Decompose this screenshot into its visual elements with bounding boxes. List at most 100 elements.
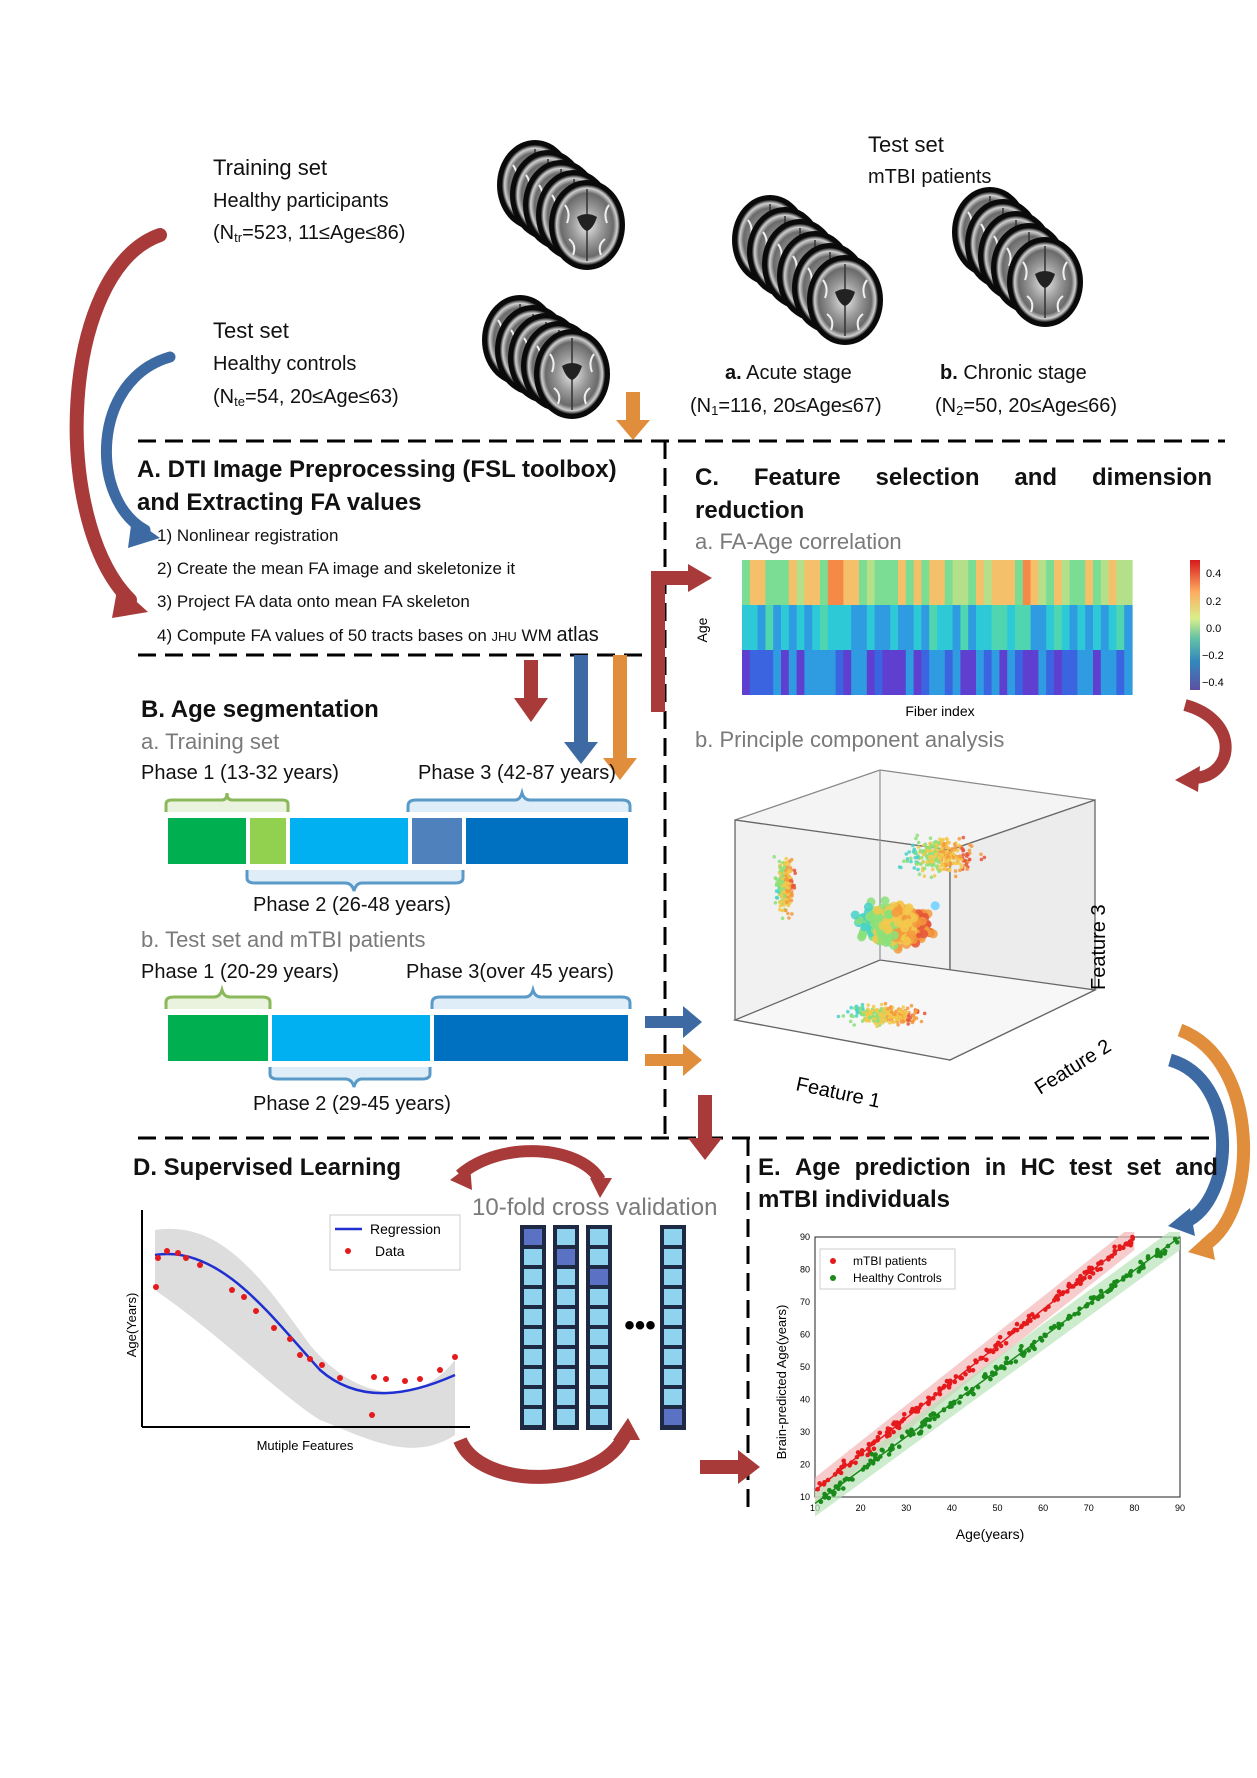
heatmap-cell xyxy=(991,650,1000,695)
red-right-arrow-de xyxy=(700,1450,760,1484)
heatmap-cell xyxy=(1007,650,1016,695)
heatmap-cell xyxy=(898,605,907,650)
prediction-point xyxy=(1098,1288,1104,1294)
prediction-ytick: 90 xyxy=(800,1232,810,1242)
heatmap-cell xyxy=(796,605,805,650)
prediction-ylabel: Brain-predicted Age(years) xyxy=(774,1305,789,1460)
pca-point xyxy=(920,850,925,854)
prediction-xtick: 60 xyxy=(1038,1503,1048,1513)
heatmap-cell xyxy=(937,560,946,605)
prediction-point xyxy=(1026,1348,1032,1353)
heatmap-cell xyxy=(866,605,876,650)
prediction-xtick: 70 xyxy=(1084,1503,1094,1513)
phase1-test-label: Phase 1 (20-29 years) xyxy=(141,961,339,983)
prediction-ytick: 20 xyxy=(800,1460,810,1470)
colorbar-tick-4: −0.2 xyxy=(1202,650,1224,662)
heatmap-cell xyxy=(874,560,883,605)
test-hc-title: Test set xyxy=(213,318,289,343)
prediction-point xyxy=(877,1430,883,1436)
heatmap-cell xyxy=(1030,605,1039,650)
cv-fold-cell xyxy=(664,1269,682,1285)
pca-point xyxy=(781,876,785,881)
pca-point xyxy=(893,918,903,928)
pca-point xyxy=(889,1013,893,1017)
pca-feature2-label: Feature 2 xyxy=(1031,1035,1115,1099)
heatmap-cell xyxy=(898,560,907,605)
pca-point xyxy=(876,1019,880,1023)
heatmap-cell xyxy=(835,605,844,650)
heatmap-cell xyxy=(765,560,774,605)
pca-point xyxy=(788,875,792,880)
cv-fold-cell xyxy=(557,1309,575,1325)
cv-fold-columns xyxy=(520,1225,686,1430)
pca-point xyxy=(786,903,791,908)
pca-point xyxy=(854,1014,859,1018)
heatmap-cell xyxy=(859,560,868,605)
pca-point xyxy=(902,906,912,916)
section-b-a-label: a. Training set xyxy=(141,729,280,754)
pca-point xyxy=(934,864,939,869)
pca-point xyxy=(967,848,972,853)
heatmap-cell xyxy=(757,560,766,605)
pca-point xyxy=(961,835,966,840)
prediction-point xyxy=(964,1386,969,1391)
pca-point xyxy=(780,874,785,878)
heatmap-cell xyxy=(843,650,852,695)
pca-point xyxy=(857,930,867,940)
pca-point xyxy=(948,861,952,865)
pca-point xyxy=(888,1006,893,1010)
pca-point xyxy=(871,1014,876,1018)
pca-point xyxy=(785,889,790,894)
pca-point xyxy=(860,1019,865,1023)
pca-point xyxy=(930,901,940,911)
colorbar-tick-5: −0.4 xyxy=(1202,677,1224,689)
legend-regression: Regression xyxy=(370,1221,441,1237)
section-d-title: D. Supervised Learning xyxy=(133,1154,402,1181)
section-c-a-label: a. FA-Age correlation xyxy=(695,529,902,554)
pca-point xyxy=(789,889,794,894)
pca-point xyxy=(858,1006,863,1010)
pca-point xyxy=(937,855,941,860)
heatmap-cell xyxy=(788,605,798,650)
heatmap-cell xyxy=(1030,560,1039,605)
heatmap-cell xyxy=(1015,650,1024,695)
heatmap-cell xyxy=(1007,605,1016,650)
heatmap-cell xyxy=(812,560,821,605)
prediction-point xyxy=(869,1451,875,1457)
heatmap-cell xyxy=(1046,650,1055,695)
prediction-point xyxy=(1141,1265,1146,1270)
cv-fold-cell xyxy=(524,1409,542,1425)
pca-3d-scatter: Feature 1 Feature 2 Feature 3 xyxy=(732,769,1115,1113)
heatmap-cell xyxy=(882,605,891,650)
cv-fold-cell xyxy=(557,1289,575,1305)
heatmap-cell xyxy=(1015,605,1024,650)
prediction-point xyxy=(946,1385,952,1390)
heatmap-cell xyxy=(843,605,852,650)
phase2-test-label: Phase 2 (29-45 years) xyxy=(253,1093,451,1115)
heatmap-cell xyxy=(1124,650,1133,695)
pca-point xyxy=(947,867,952,872)
prediction-point xyxy=(1174,1240,1180,1245)
pca-point xyxy=(958,868,962,873)
cv-fold-cell xyxy=(664,1349,682,1365)
cv-fold-cell xyxy=(590,1349,608,1365)
phase1-train-label: Phase 1 (13-32 years) xyxy=(141,762,339,784)
heatmap-cell xyxy=(960,605,969,650)
prediction-point xyxy=(1088,1295,1094,1301)
pca-point xyxy=(925,860,930,864)
heatmap-cell xyxy=(1108,560,1117,605)
prediction-point xyxy=(902,1412,907,1417)
heatmap-cell xyxy=(773,650,782,695)
pca-point xyxy=(952,842,957,846)
pca-point xyxy=(901,1005,906,1009)
prediction-point xyxy=(1128,1242,1133,1248)
heatmap-cell xyxy=(983,560,993,605)
pca-point xyxy=(849,1005,853,1010)
cv-fold-cell xyxy=(590,1329,608,1345)
regression-line xyxy=(154,1252,456,1395)
pca-point xyxy=(920,855,924,860)
pca-point xyxy=(865,912,875,922)
prediction-point xyxy=(981,1374,987,1379)
pca-point xyxy=(778,864,783,869)
